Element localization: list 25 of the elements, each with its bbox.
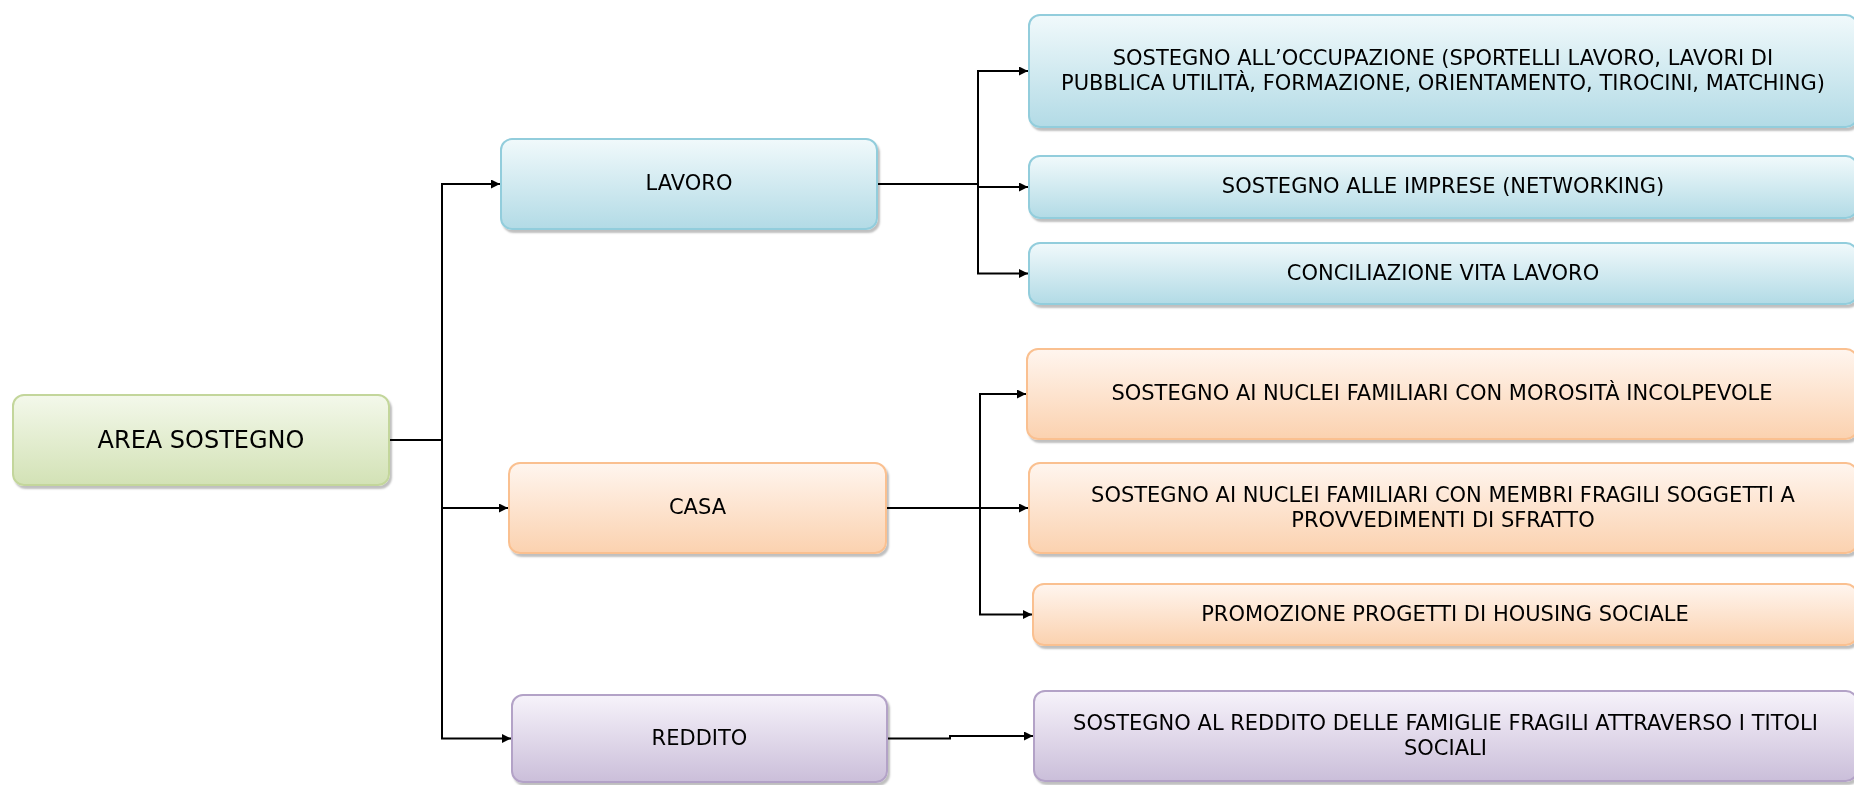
box-label: CASA xyxy=(668,495,727,521)
box-label: SOSTEGNO ALLE IMPRESE (NETWORKING) xyxy=(1221,174,1665,200)
process-box xyxy=(1028,242,1854,305)
process-box xyxy=(1026,348,1854,440)
box-label: SOSTEGNO AI NUCLEI FAMILIARI CON MOROSITÀ INCOLPEVOLE xyxy=(1111,381,1773,407)
process-box xyxy=(1028,462,1854,554)
process-box xyxy=(500,138,878,230)
box-label: AREA SOSTEGNO xyxy=(97,425,305,455)
box-label: REDDITO xyxy=(651,725,748,752)
box-label: SOSTEGNO ALL’OCCUPAZIONE (SPORTELLI LAVORO, LAVORI DI PUBBLICA UTILITÀ, FORMAZIONE, ORIENTAMENTO, TIROCINI, MATCHING) xyxy=(1060,45,1826,97)
box-label: CONCILIAZIONE VITA LAVORO xyxy=(1286,260,1600,287)
process-box xyxy=(511,694,888,783)
box-label: SOSTEGNO AI NUCLEI FAMILIARI CON MEMBRI FRAGILI SOGGETTI A PROVVEDIMENTI DI SFRATTO xyxy=(1090,482,1796,534)
box-label: PROMOZIONE PROGETTI DI HOUSING SOCIALE xyxy=(1201,601,1689,628)
box-label: LAVORO xyxy=(645,171,733,197)
process-box xyxy=(1033,690,1854,782)
process-box xyxy=(12,394,390,486)
process-box xyxy=(1028,155,1854,219)
process-box xyxy=(1032,583,1854,646)
connector-arrow xyxy=(886,507,1033,619)
process-box xyxy=(508,462,887,554)
box-label: SOSTEGNO AL REDDITO DELLE FAMIGLIE FRAGILI ATTRAVERSO I TITOLI SOCIALI xyxy=(1072,710,1819,762)
connector-arrow xyxy=(887,731,1034,741)
process-box xyxy=(1028,14,1854,128)
connector-arrow xyxy=(877,183,1029,278)
